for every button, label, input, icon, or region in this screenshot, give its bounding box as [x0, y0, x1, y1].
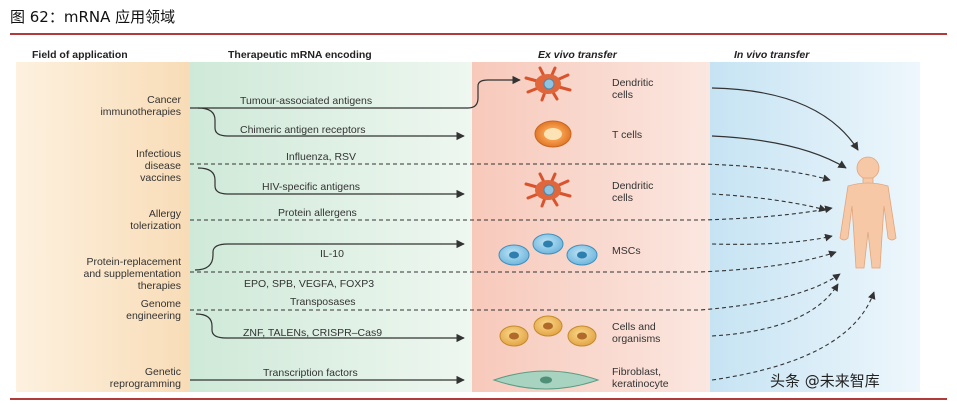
dashed-fibroblast: [711, 291, 876, 381]
dendritic-cell-2-label: Dendritic cells: [612, 180, 653, 204]
svg-text:tolerization: tolerization: [130, 220, 181, 232]
bottom-divider: [10, 398, 947, 400]
dendritic-cell-2-icon: [524, 172, 572, 208]
encoding-influenza-rsv: Influenza, RSV: [286, 151, 356, 163]
watermark: 头条 @未来智库: [770, 372, 880, 390]
dashed-arrows: [190, 163, 876, 381]
t-cell-label: T cells: [612, 129, 642, 141]
arrow-car: [197, 107, 465, 141]
svg-text:Fibroblast,: Fibroblast,: [612, 366, 661, 378]
encoding-car: Chimeric antigen receptors: [240, 124, 365, 136]
field-genome-engineering: Genome engineering: [126, 298, 181, 322]
encoding-column-bg: [190, 62, 472, 392]
arrow-gene-editors: [195, 313, 465, 343]
svg-text:cells: cells: [612, 89, 633, 101]
field-infectious-disease-vaccines: Infectious disease vaccines: [136, 148, 181, 184]
field-genetic-reprogramming: Genetic reprogramming: [110, 366, 181, 390]
arrow-hiv-antigens: [197, 167, 465, 199]
svg-text:Cancer: Cancer: [147, 94, 181, 106]
arrow-dc1-to-body: [711, 87, 859, 151]
dashed-msc-out: [711, 233, 833, 245]
in-vivo-column-bg: [710, 62, 920, 392]
encoding-protein-allergens: Protein allergens: [278, 207, 357, 219]
t-cell-icon: [534, 120, 572, 148]
svg-text:Genetic: Genetic: [145, 366, 181, 378]
field-cancer-immunotherapies: Cancer immunotherapies: [100, 94, 181, 118]
svg-text:cells: cells: [612, 192, 633, 204]
arrow-tumour-antigens: [190, 75, 521, 109]
encoding-il10: IL-10: [320, 248, 344, 260]
msc-label: MSCs: [612, 245, 641, 257]
svg-text:therapies: therapies: [138, 280, 181, 292]
svg-text:Genome: Genome: [141, 298, 181, 310]
dashed-influenza: [190, 163, 831, 182]
encoding-epo-spb: EPO, SPB, VEGFA, FOXP3: [244, 278, 374, 290]
svg-text:Dendritic: Dendritic: [612, 180, 653, 192]
svg-text:Dendritic: Dendritic: [612, 77, 653, 89]
svg-text:and supplementation: and supplementation: [84, 268, 182, 280]
cells-organisms-icon: [499, 315, 597, 347]
human-body-icon: [839, 156, 897, 269]
field-column-bg: [16, 62, 190, 392]
dendritic-cell-1-label: Dendritic cells: [612, 77, 653, 101]
dashed-cells-out: [711, 283, 839, 337]
encoding-transcription-factors: Transcription factors: [263, 367, 358, 379]
svg-text:Allergy: Allergy: [149, 208, 182, 220]
figure-title: 图 62：mRNA 应用领域: [10, 8, 176, 26]
encoding-gene-editors: ZNF, TALENs, CRISPR–Cas9: [243, 327, 382, 339]
encoding-transposases: Transposases: [290, 296, 356, 308]
svg-text:reprogramming: reprogramming: [110, 378, 181, 390]
dashed-transposases: [190, 273, 841, 311]
arrow-tcells-to-body: [711, 135, 847, 169]
svg-text:vaccines: vaccines: [140, 172, 181, 184]
svg-text:disease: disease: [145, 160, 181, 172]
cells-organisms-label: Cells and organisms: [612, 321, 660, 345]
reinfusion-arrows: [711, 87, 859, 169]
header-in-vivo: In vivo transfer: [734, 49, 810, 61]
encoding-hiv-antigens: HIV-specific antigens: [262, 181, 360, 193]
fibroblast-icon: [492, 370, 600, 390]
field-allergy-tolerization: Allergy tolerization: [130, 208, 182, 232]
header-ex-vivo: Ex vivo transfer: [538, 49, 618, 61]
encoding-tumour-antigens: Tumour-associated antigens: [240, 95, 372, 107]
dendritic-cell-1-icon: [524, 66, 572, 102]
dashed-allergens: [190, 205, 833, 221]
svg-text:immunotherapies: immunotherapies: [100, 106, 181, 118]
svg-text:engineering: engineering: [126, 310, 181, 322]
field-protein-replacement: Protein-replacement and supplementation …: [84, 256, 182, 292]
svg-text:keratinocyte: keratinocyte: [612, 378, 669, 390]
svg-text:Cells and: Cells and: [612, 321, 656, 333]
header-field: Field of application: [32, 49, 128, 61]
msc-cells-icon: [498, 233, 598, 266]
solid-arrows: [190, 75, 521, 385]
svg-text:Infectious: Infectious: [136, 148, 181, 160]
svg-text:Protein-replacement: Protein-replacement: [86, 256, 181, 268]
arrow-il10: [194, 239, 465, 271]
top-divider: [10, 33, 947, 35]
fibroblast-label: Fibroblast, keratinocyte: [612, 366, 669, 390]
svg-text:organisms: organisms: [612, 333, 660, 345]
dashed-epo: [190, 250, 837, 273]
header-encoding: Therapeutic mRNA encoding: [228, 49, 372, 61]
